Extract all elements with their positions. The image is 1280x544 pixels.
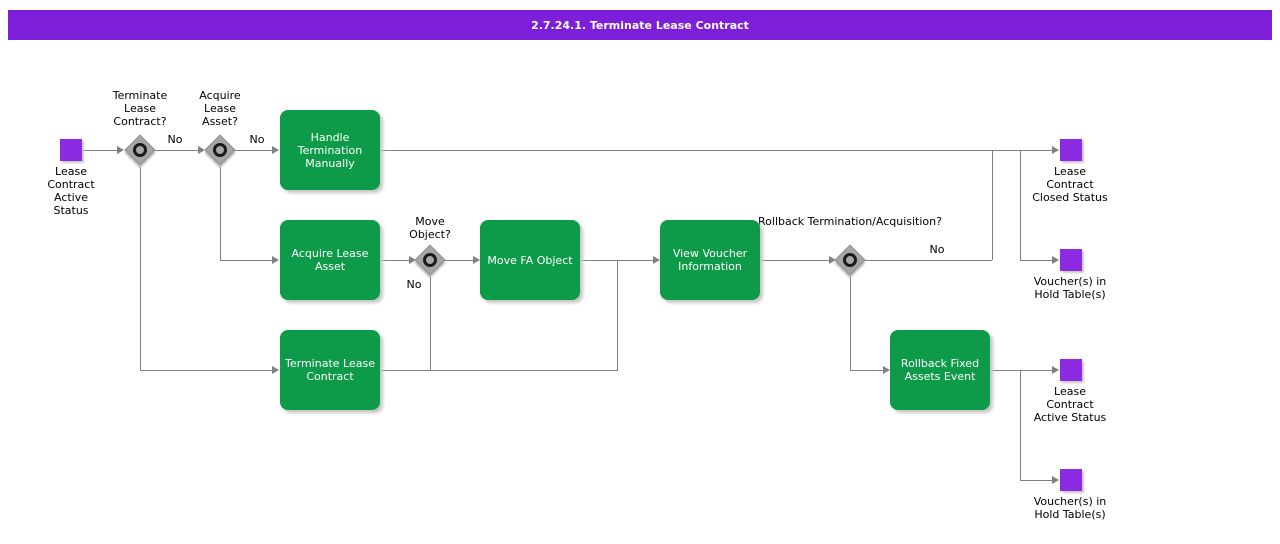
gateway-label: Move Object?: [409, 215, 451, 241]
task-label: Move FA Object: [487, 253, 573, 267]
task-label: View Voucher Information: [672, 247, 748, 273]
flow-connector: [154, 150, 199, 151]
arrowhead-icon: [409, 256, 416, 264]
task-rollback-fixed-assets-event[interactable]: Rollback Fixed Assets Event: [890, 330, 990, 410]
flow-connector: [380, 260, 409, 261]
arrowhead-icon: [883, 366, 890, 374]
flow-connector: [862, 260, 992, 261]
flow-connector: [380, 150, 1052, 151]
edge-label-no: No: [406, 278, 422, 291]
flow-connector: [220, 164, 221, 260]
task-move-fa-object[interactable]: Move FA Object: [480, 220, 580, 300]
arrowhead-icon: [272, 146, 279, 154]
end-event-icon-lease-contract-active-status[interactable]: [1060, 359, 1082, 381]
start-event-icon[interactable]: [60, 139, 82, 161]
gateway-terminate-lease-contract[interactable]: [124, 134, 156, 166]
task-label: Handle Termination Manually: [297, 130, 363, 170]
arrowhead-icon: [829, 256, 836, 264]
flow-connector: [850, 370, 883, 371]
flow-connector: [617, 260, 618, 370]
arrowhead-icon: [1052, 366, 1059, 374]
end-event-icon-lease-contract-closed-status[interactable]: [1060, 139, 1082, 161]
flow-connector: [444, 260, 473, 261]
arrowhead-icon: [117, 146, 124, 154]
task-acquire-lease-asset[interactable]: Acquire Lease Asset: [280, 220, 380, 300]
gateway-rollback-termination-acquisition[interactable]: [834, 244, 866, 276]
flow-connector: [234, 150, 273, 151]
gateway-circle-icon: [843, 253, 857, 267]
start-event-label: Lease Contract Active Status: [47, 165, 95, 217]
flow-connector: [220, 260, 272, 261]
flow-connector: [990, 370, 1052, 371]
task-view-voucher-information[interactable]: View Voucher Information: [660, 220, 760, 300]
gateway-label: Rollback Termination/Acquisition?: [758, 215, 942, 228]
flow-connector: [1020, 480, 1052, 481]
end-event-icon-vouchers-in-hold-tables-1[interactable]: [1060, 249, 1082, 271]
edge-label-no: No: [929, 243, 945, 256]
flow-connector: [580, 260, 653, 261]
diagram-title-bar: 2.7.24.1. Terminate Lease Contract: [8, 10, 1272, 40]
task-handle-termination-manually[interactable]: Handle Termination Manually: [280, 110, 380, 190]
arrowhead-icon: [1052, 256, 1059, 264]
flow-connector: [140, 370, 273, 371]
flow-connector: [1020, 260, 1052, 261]
arrowhead-icon: [1052, 476, 1059, 484]
flow-connector: [380, 370, 618, 371]
flow-connector: [140, 164, 141, 370]
gateway-circle-icon: [423, 253, 437, 267]
arrowhead-icon: [653, 256, 660, 264]
flow-connector: [850, 274, 851, 370]
flow-connector: [430, 274, 431, 370]
flow-connector: [82, 150, 119, 151]
arrowhead-icon: [198, 146, 205, 154]
diagram-title: 2.7.24.1. Terminate Lease Contract: [531, 18, 749, 32]
arrowhead-icon: [272, 366, 279, 374]
arrowhead-icon: [1052, 146, 1059, 154]
flow-connector: [1020, 370, 1021, 480]
flow-connector: [760, 260, 829, 261]
gateway-move-object[interactable]: [414, 244, 446, 276]
gateway-label: Terminate Lease Contract?: [112, 89, 168, 128]
end-event-label: Voucher(s) in Hold Table(s): [1033, 495, 1107, 521]
arrowhead-icon: [272, 256, 279, 264]
task-label: Rollback Fixed Assets Event: [900, 357, 980, 383]
task-label: Terminate Lease Contract: [285, 357, 375, 383]
end-event-label: Lease Contract Closed Status: [1032, 165, 1108, 204]
gateway-circle-icon: [133, 143, 147, 157]
flow-connector: [1020, 150, 1021, 260]
end-event-label: Voucher(s) in Hold Table(s): [1033, 275, 1107, 301]
arrowhead-icon: [473, 256, 480, 264]
gateway-label: Acquire Lease Asset?: [199, 89, 241, 128]
end-event-label: Lease Contract Active Status: [1033, 385, 1107, 424]
gateway-circle-icon: [213, 143, 227, 157]
edge-label-no: No: [249, 133, 265, 146]
edge-label-no: No: [167, 133, 183, 146]
task-terminate-lease-contract[interactable]: Terminate Lease Contract: [280, 330, 380, 410]
gateway-acquire-lease-asset[interactable]: [204, 134, 236, 166]
task-label: Acquire Lease Asset: [291, 247, 369, 273]
flow-connector: [992, 150, 993, 260]
end-event-icon-vouchers-in-hold-tables-2[interactable]: [1060, 469, 1082, 491]
